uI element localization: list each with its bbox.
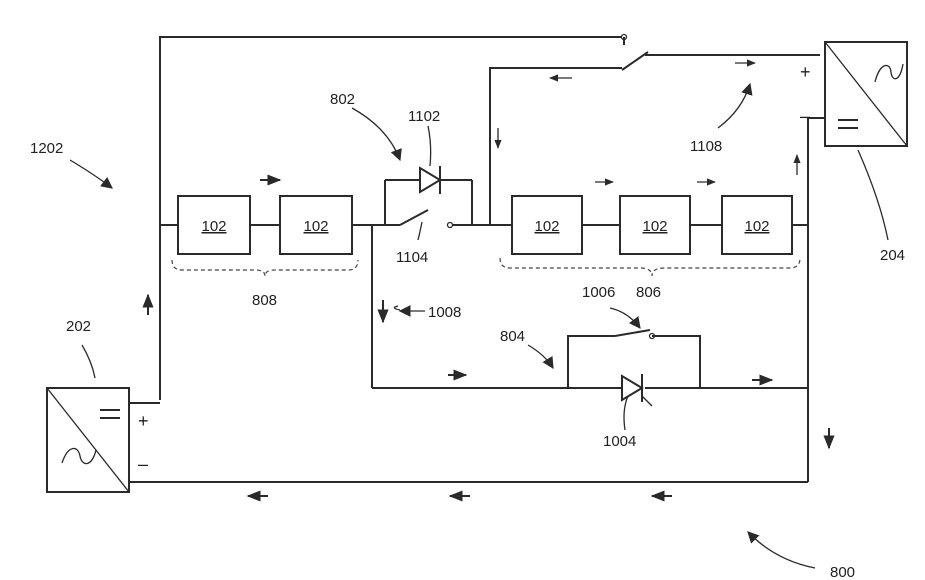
diode-icon [420, 166, 440, 194]
module-label: 102 [744, 218, 769, 235]
module-label: 102 [642, 218, 667, 235]
ref-806: 806 [636, 284, 661, 301]
ac-dc-converter-204 [825, 42, 907, 146]
ref-202: 202 [66, 318, 91, 335]
module-label: 102 [303, 218, 328, 235]
minus-sign: – [138, 454, 148, 474]
ref-808: 808 [252, 292, 277, 309]
plus-sign: + [800, 62, 811, 82]
ref-1004: 1004 [603, 433, 636, 450]
ac-dc-converter-202 [47, 388, 129, 492]
group-brace-808 [172, 260, 358, 276]
ref-800: 800 [830, 564, 855, 580]
plus-sign: + [138, 411, 149, 431]
ref-804: 804 [500, 328, 525, 345]
ref-204: 204 [880, 247, 905, 264]
module-label: 102 [201, 218, 226, 235]
ref-1108: 1108 [690, 138, 722, 155]
group-brace-806 [500, 258, 800, 276]
ref-1202: 1202 [30, 140, 63, 157]
leader-lines [70, 84, 888, 568]
module-label: 102 [534, 218, 559, 235]
reference-labels: 1202 802 1102 1104 808 1008 804 1006 806… [30, 91, 905, 580]
ref-1008: 1008 [428, 304, 461, 321]
ref-1104: 1104 [396, 249, 428, 266]
minus-sign: – [800, 106, 810, 126]
module-group-right: 102 102 102 [512, 196, 792, 254]
ref-802: 802 [330, 91, 355, 108]
wiring [130, 35, 825, 483]
ref-1006: 1006 [582, 284, 615, 301]
current-arrows [148, 63, 829, 496]
ref-1102: 1102 [408, 108, 440, 125]
